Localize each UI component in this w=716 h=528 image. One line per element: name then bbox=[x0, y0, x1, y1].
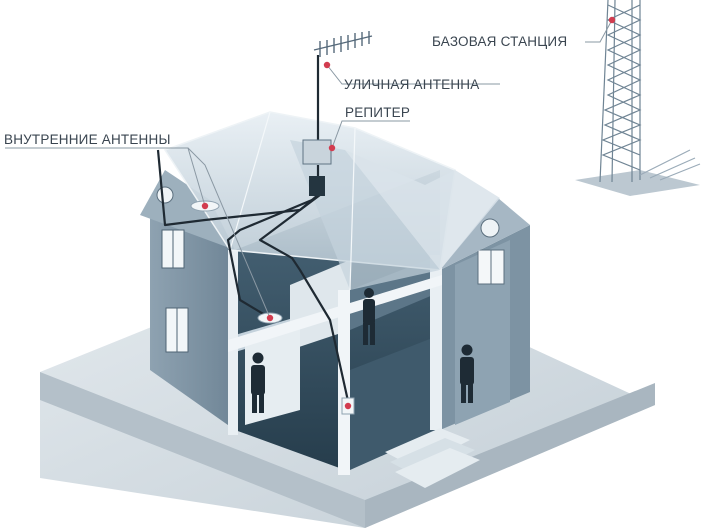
base-station-label: БАЗОВАЯ СТАНЦИЯ bbox=[432, 34, 568, 49]
person-on-phone-icon bbox=[363, 288, 375, 345]
yagi-antenna-icon bbox=[313, 31, 373, 57]
callout-markers bbox=[201, 16, 616, 410]
callout-lines bbox=[5, 19, 613, 319]
repeater-box-icon bbox=[302, 139, 332, 196]
cell-tower-icon bbox=[575, 0, 701, 196]
indoor-antennas-label: ВНУТРЕННИЕ АНТЕННЫ bbox=[4, 132, 171, 147]
repeater-label: РЕПИТЕР bbox=[345, 105, 411, 120]
outdoor-antenna-label: УЛИЧНАЯ АНТЕННА bbox=[344, 77, 480, 92]
person-on-phone-icon bbox=[460, 344, 474, 403]
person-on-phone-icon bbox=[251, 352, 265, 413]
